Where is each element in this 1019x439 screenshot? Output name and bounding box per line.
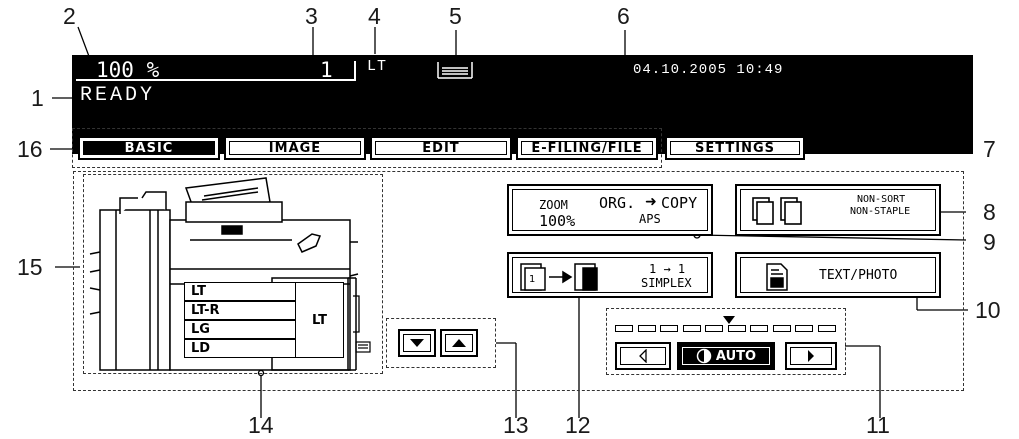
drawer-2[interactable]: LT-R bbox=[184, 301, 296, 320]
density-segment bbox=[615, 325, 633, 332]
callout-6: 6 bbox=[617, 3, 630, 29]
density-segment bbox=[660, 325, 678, 332]
drawer-4[interactable]: LD bbox=[184, 339, 296, 358]
auto-density-label: AUTO bbox=[715, 348, 757, 364]
tab-image[interactable]: IMAGE bbox=[224, 136, 366, 160]
tab-basic-label: BASIC bbox=[83, 141, 215, 156]
zoom-label: ZOOM bbox=[539, 198, 568, 212]
scroll-down-button[interactable] bbox=[398, 329, 436, 357]
zoom-button[interactable]: ZOOM 100% ORG. ➜ COPY APS bbox=[507, 184, 713, 236]
drawer-4-label: LD bbox=[191, 341, 211, 356]
callout-3: 3 bbox=[305, 3, 318, 29]
drawer-2-label: LT-R bbox=[191, 303, 220, 318]
tab-edit-label: EDIT bbox=[375, 141, 507, 156]
finishing-button[interactable]: NON-SORT NON-STAPLE bbox=[735, 184, 941, 236]
original-mode-label: TEXT/PHOTO bbox=[819, 268, 898, 283]
bypass-tray-icon bbox=[355, 340, 371, 353]
original-mode-button[interactable]: TEXT/PHOTO bbox=[735, 252, 941, 298]
machine-status-area bbox=[83, 174, 383, 374]
copies-readout: 1 bbox=[320, 58, 333, 82]
duplex-button[interactable]: 1 1 → 1 SIMPLEX bbox=[507, 252, 713, 298]
scroll-button-group bbox=[386, 318, 496, 368]
sort-mode-icon bbox=[751, 196, 811, 228]
duplex-icon: 1 bbox=[519, 260, 629, 294]
callout-16: 16 bbox=[17, 136, 43, 162]
date-time-readout: 04.10.2005 10:49 bbox=[633, 62, 784, 78]
drawer-1-label: LT bbox=[191, 284, 206, 299]
tray-icon bbox=[436, 60, 474, 80]
density-segment bbox=[750, 325, 768, 332]
callout-10: 10 bbox=[975, 297, 1001, 323]
zoom-readout: 100 % bbox=[96, 58, 160, 82]
lighter-icon bbox=[639, 349, 647, 363]
callout-7: 7 bbox=[983, 136, 996, 162]
density-indicator-icon bbox=[722, 312, 736, 324]
callout-2: 2 bbox=[63, 3, 76, 29]
bypass-tray-label: LT bbox=[312, 312, 327, 328]
duplex-line-2: SIMPLEX bbox=[641, 276, 692, 290]
status-message: READY bbox=[80, 84, 156, 107]
callout-1: 1 bbox=[31, 85, 44, 111]
tab-basic[interactable]: BASIC bbox=[78, 136, 220, 160]
auto-density-button[interactable]: AUTO bbox=[677, 342, 775, 370]
aps-label: APS bbox=[639, 212, 661, 226]
finishing-line-2: NON-STAPLE bbox=[850, 206, 911, 217]
finishing-line-1: NON-SORT bbox=[857, 194, 906, 205]
auto-icon bbox=[696, 348, 712, 364]
tab-e-filing[interactable]: E-FILING/FILE bbox=[516, 136, 658, 160]
darker-button[interactable] bbox=[785, 342, 837, 370]
up-triangle-icon bbox=[452, 339, 466, 347]
settings-label: SETTINGS bbox=[670, 141, 800, 156]
callout-11: 11 bbox=[866, 412, 890, 438]
bypass-bracket bbox=[351, 294, 361, 358]
drawer-3[interactable]: LG bbox=[184, 320, 296, 339]
drawer-3-label: LG bbox=[191, 322, 210, 337]
density-segment bbox=[772, 325, 791, 332]
callout-8: 8 bbox=[983, 199, 996, 225]
copy-label: COPY bbox=[661, 194, 698, 212]
svg-text:1: 1 bbox=[529, 274, 535, 285]
arrow-icon: ➜ bbox=[645, 193, 657, 209]
density-segment bbox=[817, 325, 836, 332]
callout-9: 9 bbox=[983, 229, 996, 255]
settings-button[interactable]: SETTINGS bbox=[665, 136, 805, 160]
callout-13: 13 bbox=[503, 412, 529, 438]
darker-icon bbox=[808, 350, 814, 362]
callout-15: 15 bbox=[17, 254, 43, 280]
tab-e-filing-label: E-FILING/FILE bbox=[521, 141, 653, 156]
density-segment bbox=[705, 325, 723, 332]
tab-group bbox=[72, 128, 662, 168]
down-triangle-icon bbox=[410, 339, 424, 347]
duplex-line-1: 1 → 1 bbox=[649, 262, 686, 276]
scroll-up-button[interactable] bbox=[440, 329, 478, 357]
text-photo-icon bbox=[765, 262, 789, 292]
org-label: ORG. bbox=[599, 194, 636, 212]
density-segment bbox=[795, 325, 813, 332]
bypass-tray[interactable]: LT bbox=[296, 282, 344, 358]
zoom-value: 100% bbox=[539, 212, 576, 230]
status-divider bbox=[354, 61, 356, 81]
callout-4: 4 bbox=[368, 3, 381, 29]
status-underline bbox=[76, 79, 356, 81]
basic-menu-area bbox=[73, 171, 964, 391]
paper-size-readout: LT bbox=[367, 58, 388, 75]
tab-edit[interactable]: EDIT bbox=[370, 136, 512, 160]
tab-image-label: IMAGE bbox=[229, 141, 361, 156]
density-group bbox=[606, 308, 846, 375]
density-segment bbox=[682, 325, 701, 332]
lighter-button[interactable] bbox=[615, 342, 671, 370]
callout-12: 12 bbox=[565, 412, 591, 438]
callout-14: 14 bbox=[248, 412, 274, 438]
drawer-1[interactable]: LT bbox=[184, 282, 296, 301]
density-segment bbox=[727, 325, 746, 332]
density-segment bbox=[637, 325, 656, 332]
callout-5: 5 bbox=[449, 3, 462, 29]
